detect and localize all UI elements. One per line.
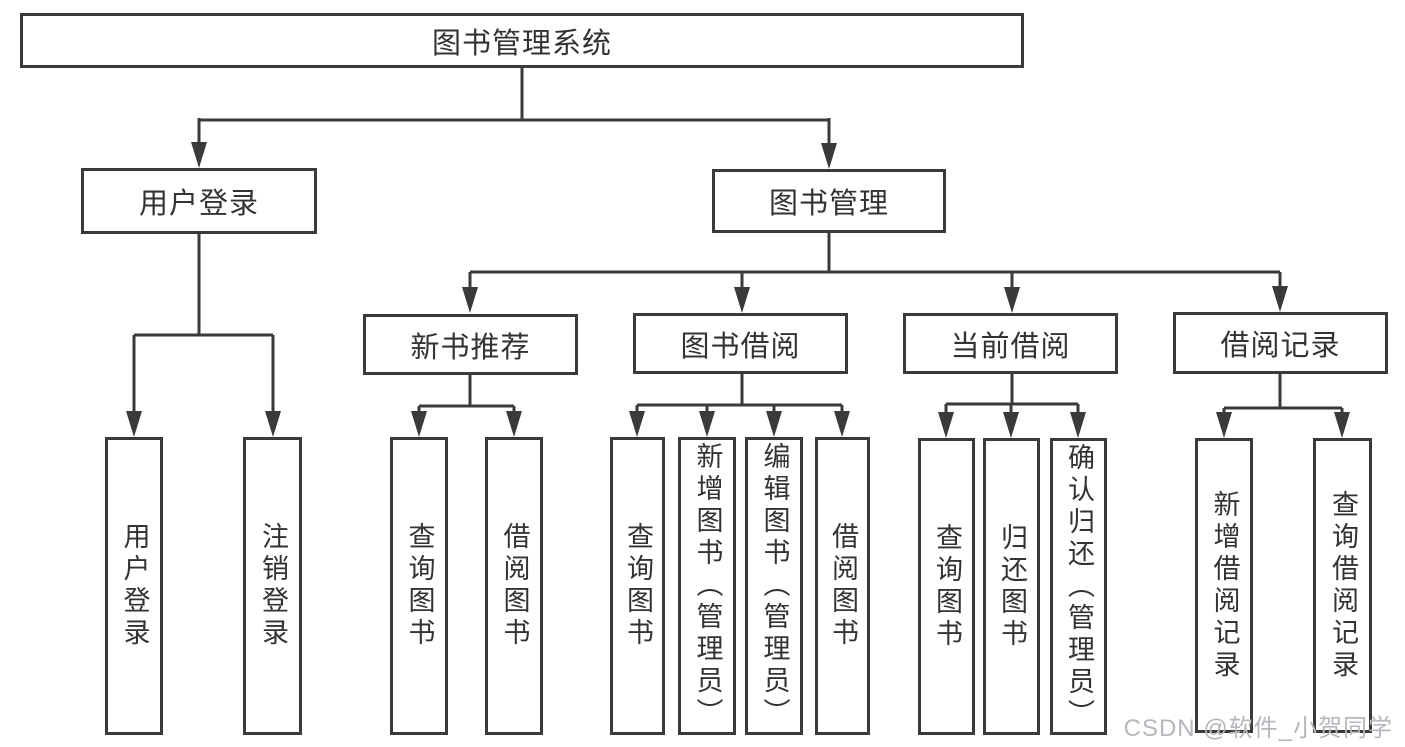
- leaf-confirm-return-admin: 确认归还（管理员）: [1050, 438, 1107, 735]
- leaf-borrow-books: 借阅图书: [815, 437, 870, 735]
- leaf-label: 查询图书: [404, 522, 435, 650]
- leaf-borrow-books-recommend: 借阅图书: [485, 437, 543, 735]
- leaf-edit-book-admin: 编辑图书（管理员）: [745, 437, 803, 735]
- node-label: 新书推荐: [410, 331, 531, 364]
- leaf-query-books-borrow: 查询图书: [610, 437, 665, 735]
- node-label: 图书借阅: [680, 330, 801, 363]
- node-label: 借阅记录: [1220, 330, 1341, 362]
- node-label: 图书管理系统: [431, 27, 612, 60]
- node-new-book-recommendation: 新书推荐: [363, 314, 578, 375]
- node-book-borrowing: 图书借阅: [633, 313, 848, 374]
- leaf-query-books-recommend: 查询图书: [390, 437, 448, 735]
- node-current-borrowing: 当前借阅: [903, 313, 1118, 374]
- leaf-query-borrow-record: 查询借阅记录: [1313, 438, 1372, 733]
- leaf-label: 确认归还（管理员）: [1064, 442, 1094, 731]
- leaf-label: 归还图书: [997, 522, 1027, 651]
- leaf-label: 借阅图书: [499, 522, 530, 650]
- leaf-add-book-admin: 新增图书（管理员）: [678, 437, 736, 735]
- node-library-management-system: 图书管理系统: [20, 13, 1024, 68]
- leaf-return-book: 归还图书: [983, 438, 1040, 735]
- node-label: 图书管理: [768, 188, 889, 220]
- leaf-label: 用户登录: [119, 522, 150, 650]
- watermark-text: CSDN @软件_小贺同学: [1123, 715, 1393, 742]
- leaf-label: 查询图书: [932, 522, 962, 651]
- leaf-label: 查询图书: [623, 522, 653, 650]
- node-borrowing-records: 借阅记录: [1173, 312, 1388, 374]
- leaf-query-books-current: 查询图书: [918, 438, 975, 735]
- node-label: 当前借阅: [950, 330, 1071, 363]
- leaf-user-login: 用户登录: [105, 437, 163, 735]
- node-book-management: 图书管理: [712, 169, 946, 233]
- leaf-label: 新增借阅记录: [1209, 489, 1240, 682]
- leaf-label: 编辑图书（管理员）: [759, 442, 790, 730]
- leaf-label: 注销登录: [258, 522, 288, 650]
- node-user-login: 用户登录: [81, 168, 317, 234]
- leaf-label: 新增图书（管理员）: [692, 442, 723, 730]
- node-label: 用户登录: [138, 188, 259, 220]
- leaf-label: 借阅图书: [828, 522, 858, 650]
- leaf-label: 查询借阅记录: [1328, 489, 1358, 682]
- leaf-add-borrow-record: 新增借阅记录: [1195, 438, 1253, 733]
- leaf-logout: 注销登录: [243, 437, 302, 735]
